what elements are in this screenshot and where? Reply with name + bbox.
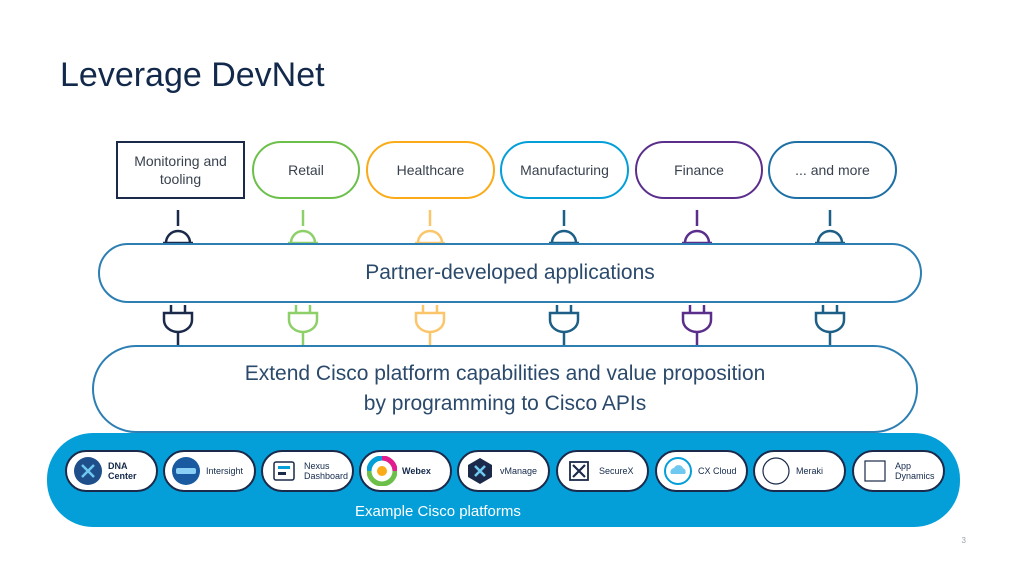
socket-icon [815, 210, 845, 245]
intersight-icon [171, 456, 201, 486]
category-label: Manufacturing [520, 162, 609, 178]
platform-dna-center: DNA Center [65, 450, 158, 492]
platform-vmanage: vManage [457, 450, 550, 492]
nexus-dashboard-icon [269, 456, 299, 486]
platform-label: DNA Center [108, 461, 137, 481]
category-finance: Finance [635, 141, 763, 199]
platforms-label: Example Cisco platforms [355, 503, 521, 520]
category-monitoring: Monitoring and tooling [116, 141, 245, 199]
category-label: Retail [288, 162, 324, 178]
socket-icon [415, 210, 445, 245]
vmanage-icon [465, 456, 495, 486]
plug-row [162, 305, 846, 345]
cx-cloud-icon [663, 456, 693, 486]
platform-label: Webex [402, 466, 431, 476]
socket-icon [549, 210, 579, 245]
platform-appdynamics: App Dynamics [852, 450, 945, 492]
extend-band-line1: Extend Cisco platform capabilities and v… [244, 362, 766, 385]
platform-label: Meraki [796, 466, 824, 476]
platform-label: Nexus Dashboard [304, 461, 349, 481]
category-manufacturing: Manufacturing [500, 141, 629, 199]
category-label: Monitoring and tooling [134, 153, 227, 187]
page-number: 3 [961, 536, 966, 545]
plug-icon [162, 305, 194, 345]
extend-band-line2: by programming to Cisco APIs [363, 392, 647, 415]
socket-icon [682, 210, 712, 245]
category-retail: Retail [252, 141, 360, 199]
meraki-icon [761, 456, 791, 486]
platform-label: SecureX [599, 466, 634, 476]
platform-label: App Dynamics [895, 461, 935, 481]
platform-meraki: Meraki [753, 450, 846, 492]
slide-title: Leverage DevNet [60, 56, 325, 94]
platform-securex: SecureX [556, 450, 649, 492]
category-more: ... and more [768, 141, 897, 199]
category-label: ... and more [795, 162, 870, 178]
socket-icon [163, 210, 193, 245]
plug-icon [548, 305, 580, 345]
webex-icon [367, 456, 397, 486]
platform-cx-cloud: CX Cloud [655, 450, 748, 492]
category-label: Healthcare [396, 162, 465, 178]
securex-icon [564, 456, 594, 486]
platform-intersight: Intersight [163, 450, 256, 492]
category-healthcare: Healthcare [366, 141, 495, 199]
platform-label: vManage [500, 466, 538, 476]
socket-icon [288, 210, 318, 245]
plug-icon [814, 305, 846, 345]
plug-icon [414, 305, 446, 345]
socket-row [163, 210, 845, 245]
platform-label: Intersight [206, 466, 244, 476]
platform-label: CX Cloud [698, 466, 737, 476]
plug-icon [287, 305, 319, 345]
category-label: Finance [674, 162, 724, 178]
extend-capabilities-band: Extend Cisco platform capabilities and v… [92, 345, 918, 433]
partner-band-label: Partner-developed applications [365, 261, 655, 284]
plug-icon [681, 305, 713, 345]
appdynamics-icon [860, 456, 890, 486]
platform-webex: Webex [359, 450, 452, 492]
platform-nexus-dashboard: Nexus Dashboard [261, 450, 354, 492]
dna-center-icon [73, 456, 103, 486]
partner-applications-band: Partner-developed applications [98, 243, 922, 303]
